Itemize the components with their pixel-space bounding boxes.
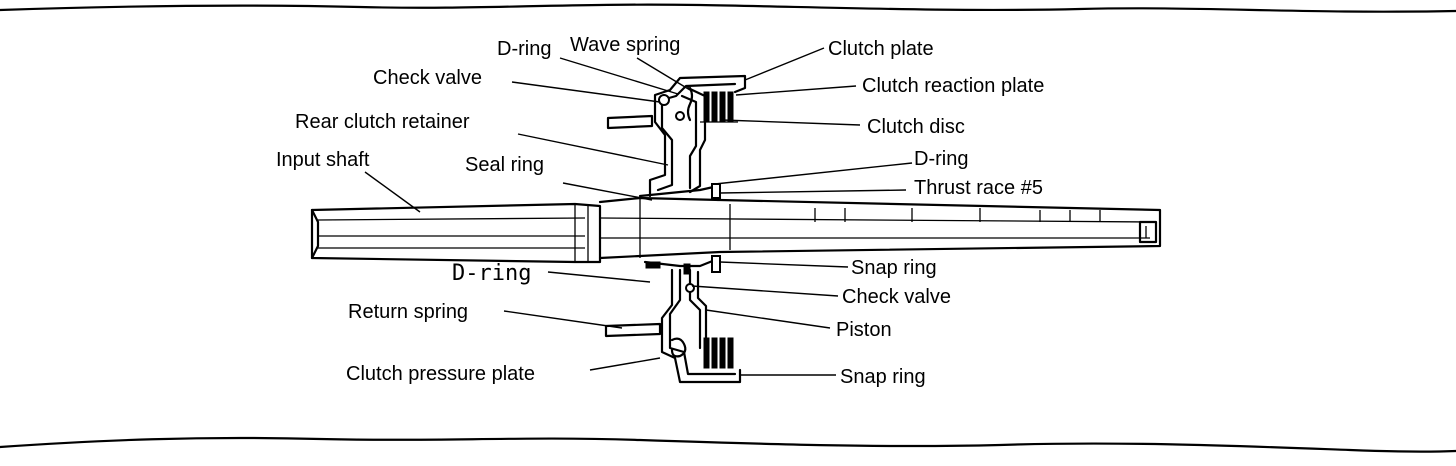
bottom-torn-edge — [0, 436, 1456, 453]
label-snap-ring-mid: Snap ring — [851, 257, 937, 279]
label-d-ring-top: D-ring — [497, 38, 551, 60]
label-rear-clutch-retainer: Rear clutch retainer — [295, 111, 470, 133]
label-seal-ring: Seal ring — [465, 154, 544, 176]
label-clutch-reaction-plate: Clutch reaction plate — [862, 75, 1044, 97]
lower-clutch-assembly — [604, 255, 742, 384]
label-piston: Piston — [836, 319, 892, 341]
top-torn-edge — [0, 3, 1456, 13]
label-check-valve-top: Check valve — [373, 67, 482, 89]
label-wave-spring: Wave spring — [570, 34, 680, 56]
upper-clutch-assembly — [606, 74, 747, 202]
label-clutch-disc: Clutch disc — [867, 116, 965, 138]
label-thrust-race: Thrust race #5 — [914, 177, 1043, 199]
label-clutch-plate: Clutch plate — [828, 38, 934, 60]
leader-lines — [364, 47, 913, 376]
label-check-valve-bottom: Check valve — [842, 286, 951, 308]
label-d-ring-handwritten: D-ring — [452, 261, 531, 286]
label-snap-ring-bottom: Snap ring — [840, 366, 926, 388]
callout-labels: D-ring Wave spring Clutch plate Check va… — [276, 34, 1044, 388]
label-clutch-pressure-plate: Clutch pressure plate — [346, 363, 535, 385]
input-shaft-drawing — [310, 196, 1162, 264]
label-return-spring: Return spring — [348, 301, 468, 323]
label-input-shaft: Input shaft — [276, 149, 370, 171]
label-d-ring-right: D-ring — [914, 148, 968, 170]
